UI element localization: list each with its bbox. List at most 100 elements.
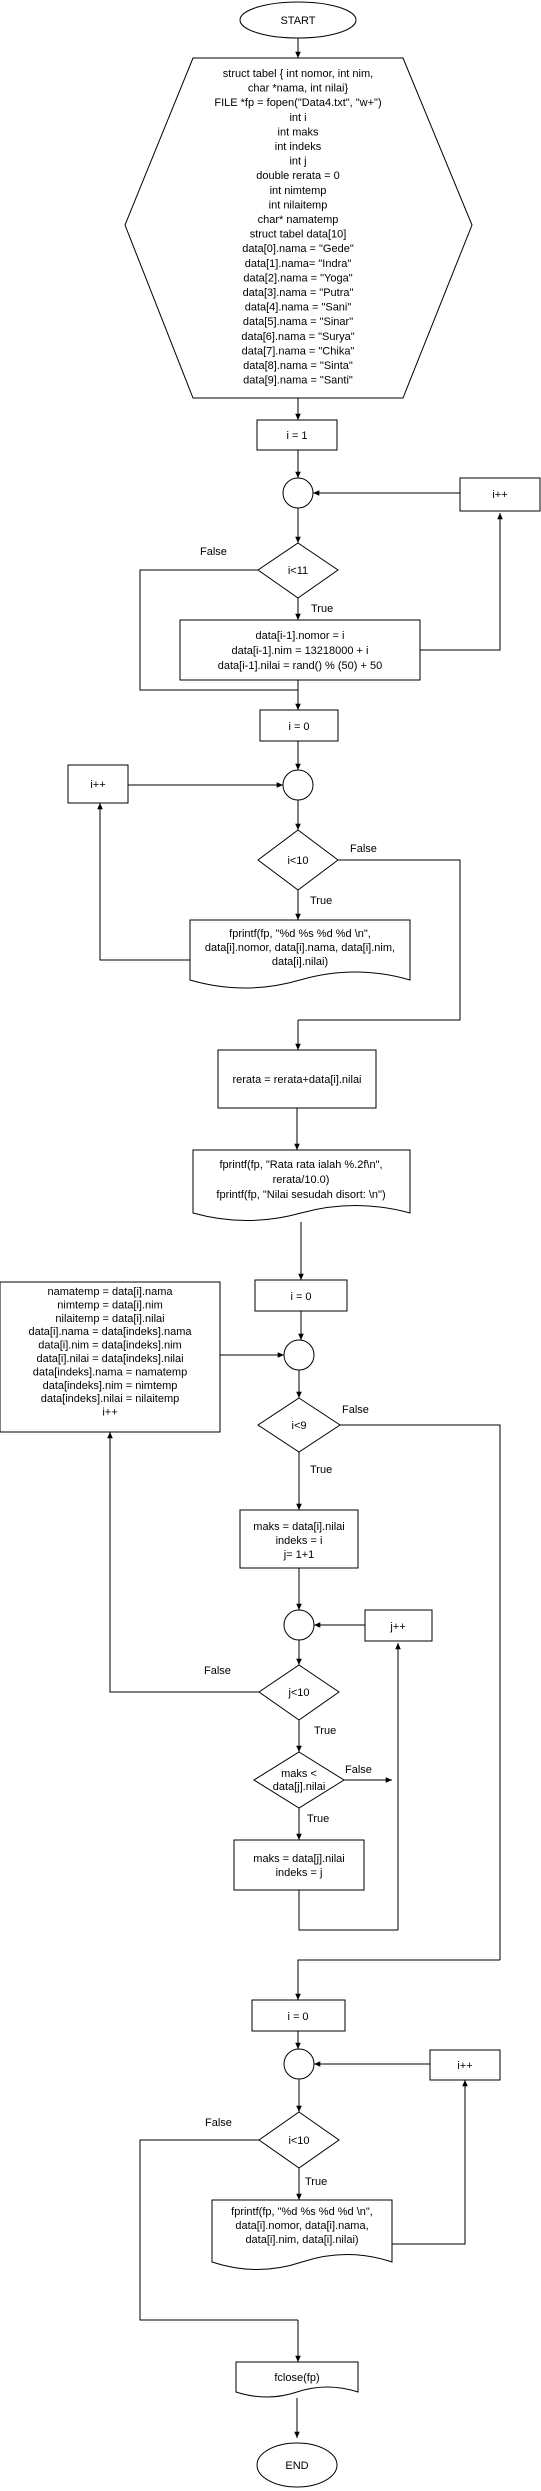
text-line: int nilaitemp bbox=[269, 199, 328, 211]
text-line: j= 1+1 bbox=[283, 1549, 315, 1561]
text-line: data[7].nama = "Chika" bbox=[242, 345, 355, 357]
text-line: data[i-1].nim = 13218000 + i bbox=[232, 645, 369, 657]
svg-text:True: True bbox=[310, 1464, 332, 1476]
text-line: namatemp = data[i].nama bbox=[47, 1286, 173, 1298]
inner-junction bbox=[283, 1609, 315, 1641]
svg-text:False: False bbox=[350, 843, 377, 855]
connector bbox=[392, 2080, 468, 2245]
text-line: data[0].nama = "Gede" bbox=[242, 243, 354, 255]
text-line: data[i].nilai = data[indeks].nilai bbox=[36, 1353, 183, 1365]
svg-text:i++: i++ bbox=[457, 2060, 472, 2072]
svg-text:False: False bbox=[345, 1764, 372, 1776]
svg-text:False: False bbox=[200, 546, 227, 558]
text-line: data[i].nomor, data[i].nama, data[i].nim… bbox=[205, 942, 395, 954]
text-line: data[i-1].nilai = rand() % (50) + 50 bbox=[218, 660, 382, 672]
text-line: data[i].nomor, data[i].nama, bbox=[235, 2220, 368, 2232]
text-line: struct tabel data[10] bbox=[250, 229, 347, 241]
svg-text:True: True bbox=[311, 603, 333, 615]
svg-text:i++: i++ bbox=[492, 489, 507, 501]
start-label: START bbox=[280, 15, 315, 27]
text-line: data[i].nim, data[i].nilai) bbox=[245, 2234, 358, 2246]
text-line: data[4].nama = "Sani" bbox=[245, 302, 352, 314]
end-label: END bbox=[285, 2460, 308, 2472]
loop1-increment: i++ bbox=[459, 477, 541, 512]
svg-text:i<9: i<9 bbox=[292, 1420, 307, 1432]
start-terminator: START bbox=[239, 1, 357, 39]
text-line: nimtemp = data[i].nim bbox=[57, 1299, 162, 1311]
text-line: data[i].nama = data[indeks].nama bbox=[29, 1326, 193, 1338]
svg-text:i = 0: i = 0 bbox=[290, 1291, 311, 1303]
inner-condition: j<10 bbox=[258, 1664, 340, 1721]
svg-text:False: False bbox=[204, 1665, 231, 1677]
text-line: indeks = i bbox=[276, 1535, 323, 1547]
svg-text:maks <data[j].nilai: maks <data[j].nilai bbox=[273, 1768, 326, 1793]
text-line: data[8].nama = "Sinta" bbox=[243, 360, 353, 372]
text-line: data[9].nama = "Santi" bbox=[243, 375, 353, 387]
loop2-print-document: fprintf(fp, "%d %s %d %d \n", data[i].nom… bbox=[189, 919, 411, 989]
text-line: fprintf(fp, "%d %s %d %d \n", bbox=[229, 928, 371, 940]
text-line: nilaitemp = data[i].nilai bbox=[55, 1313, 164, 1325]
update-max-process: maks = data[j].nilai indeks = j bbox=[233, 1839, 365, 1891]
svg-text:True: True bbox=[310, 895, 332, 907]
init-i-1: i = 1 bbox=[256, 419, 338, 451]
fclose-document: fclose(fp) bbox=[235, 2361, 359, 2398]
connector bbox=[107, 1432, 259, 1693]
declarations-text: struct tabel { int nomor, int nim, char *… bbox=[214, 68, 381, 387]
text-line: struct tabel { int nomor, int nim, bbox=[223, 68, 373, 80]
svg-text:i = 1: i = 1 bbox=[286, 430, 307, 442]
text-line: data[i].nilai) bbox=[272, 956, 328, 968]
text-line: fprintf(fp, "Rata rata ialah %.2f\n", bbox=[219, 1159, 382, 1171]
loop4-increment: i++ bbox=[429, 2049, 501, 2081]
init-i-0-print: i = 0 bbox=[259, 709, 339, 742]
loop4-print-document: fprintf(fp, "%d %s %d %d \n", data[i].nom… bbox=[211, 2199, 393, 2270]
text-line: maks = data[j].nilai bbox=[253, 1853, 344, 1865]
text-line: data[1].nama= "Indra" bbox=[245, 258, 352, 270]
text-line: data[2].nama = "Yoga" bbox=[243, 272, 352, 284]
text-line: int j bbox=[289, 156, 306, 168]
declarations-block: struct tabel { int nomor, int nim, char *… bbox=[124, 57, 473, 399]
svg-text:True: True bbox=[307, 1813, 329, 1825]
connector bbox=[298, 859, 461, 1021]
svg-text:i++: i++ bbox=[90, 779, 105, 791]
sort-init: i = 0 bbox=[254, 1279, 348, 1312]
text-line: fprintf(fp, "Nilai sesudah disort: \n") bbox=[216, 1189, 385, 1201]
text-line: int indeks bbox=[275, 141, 322, 153]
text-line: FILE *fp = fopen("Data4.txt", "w+") bbox=[214, 97, 381, 109]
svg-text:i = 0: i = 0 bbox=[288, 721, 309, 733]
loop2-junction bbox=[282, 769, 314, 801]
text-line: char *nama, int nilai} bbox=[248, 83, 349, 95]
text-line: char* namatemp bbox=[258, 214, 339, 226]
inner-increment: j++ bbox=[364, 1609, 433, 1642]
connector bbox=[97, 803, 190, 961]
connector bbox=[139, 2139, 298, 2321]
svg-text:i<10: i<10 bbox=[288, 2135, 309, 2147]
text-line: data[5].nama = "Sinar" bbox=[243, 316, 353, 328]
text-line: data[6].nama = "Surya" bbox=[241, 331, 354, 343]
loop1-junction bbox=[282, 477, 314, 509]
text-line: data[indeks].nilai = nilaitemp bbox=[41, 1393, 180, 1405]
text-line: maks = data[i].nilai bbox=[253, 1521, 344, 1533]
svg-text:i = 0: i = 0 bbox=[287, 2011, 308, 2023]
loop1-condition: i<11 bbox=[257, 542, 339, 599]
text-line: double rerata = 0 bbox=[256, 170, 339, 182]
text-line: indeks = j bbox=[276, 1867, 323, 1879]
connector bbox=[298, 1890, 398, 1931]
svg-text:i<11: i<11 bbox=[288, 565, 308, 577]
svg-text:i<10: i<10 bbox=[287, 855, 308, 867]
loop2-increment: i++ bbox=[67, 764, 129, 804]
sort-condition: i<9 bbox=[257, 1397, 341, 1453]
connector bbox=[420, 513, 503, 651]
loop4-condition: i<10 bbox=[258, 2111, 340, 2169]
text-line: fprintf(fp, "%d %s %d %d \n", bbox=[231, 2206, 373, 2218]
text-line: data[i].nim = data[indeks].nim bbox=[38, 1340, 181, 1352]
text-line: data[3].nama = "Putra" bbox=[243, 287, 354, 299]
text-line: rerata/10.0) bbox=[273, 1174, 330, 1186]
set-max-process: maks = data[i].nilai indeks = i j= 1+1 bbox=[239, 1509, 359, 1569]
svg-text:j++: j++ bbox=[389, 1621, 405, 1633]
connector bbox=[295, 1959, 500, 2000]
